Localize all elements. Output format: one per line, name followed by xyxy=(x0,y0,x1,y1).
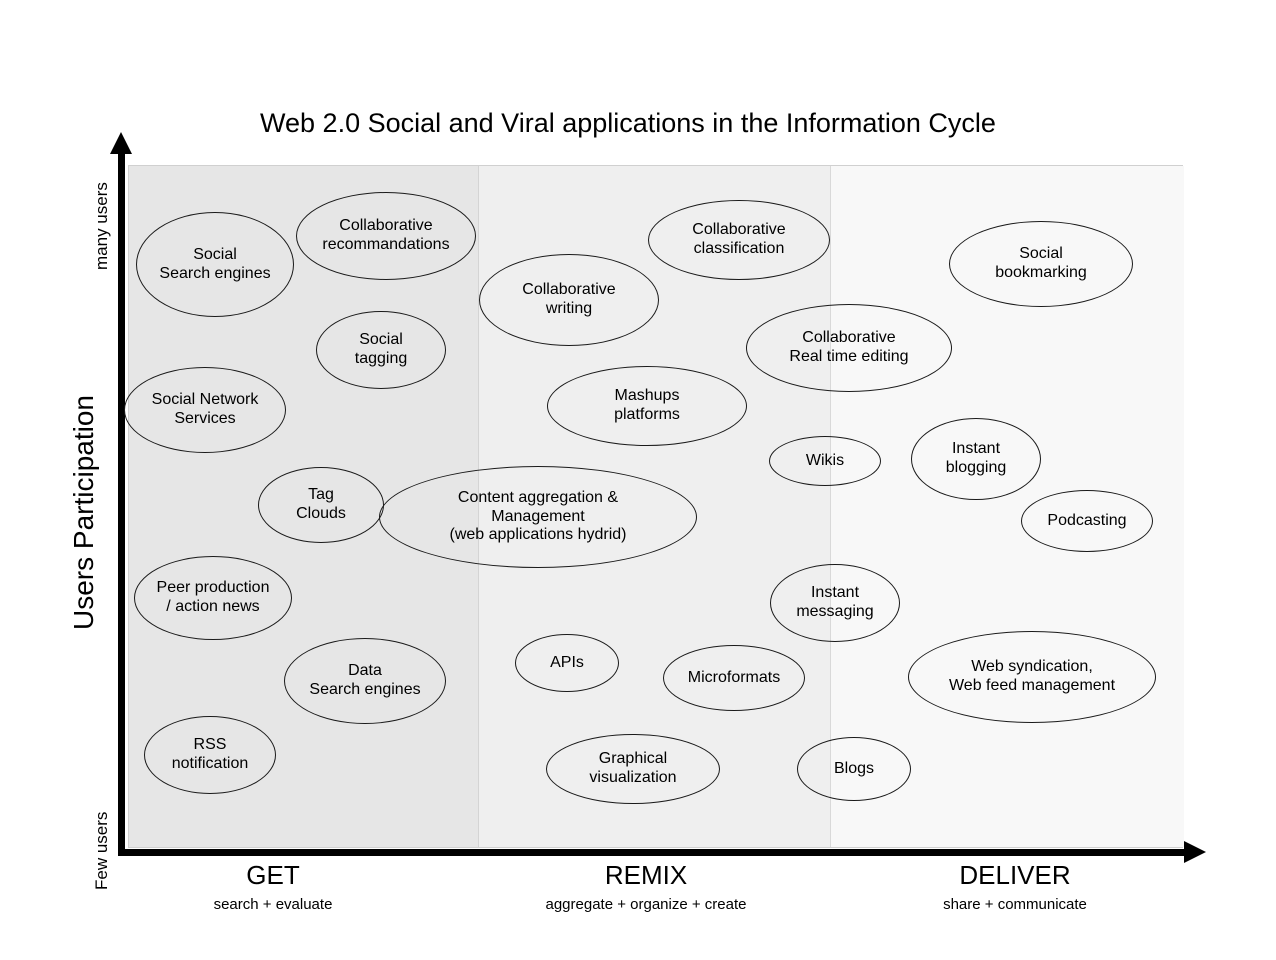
node-rss-notification[interactable]: RSS notification xyxy=(144,716,276,794)
node-web-syndication[interactable]: Web syndication, Web feed management xyxy=(908,631,1156,723)
node-instant-blogging[interactable]: Instant blogging xyxy=(911,418,1041,500)
node-podcasting[interactable]: Podcasting xyxy=(1021,490,1153,552)
y-axis-top-label: many users xyxy=(92,182,111,270)
y-axis-arrow-icon xyxy=(110,132,132,154)
stage-get-name: GET xyxy=(246,860,300,890)
node-collaborative-writing[interactable]: Collaborative writing xyxy=(479,254,659,346)
node-graphical-visualization[interactable]: Graphical visualization xyxy=(546,734,720,804)
node-collaborative-classification[interactable]: Collaborative classification xyxy=(648,200,830,280)
page-title: Web 2.0 Social and Viral applications in… xyxy=(260,108,996,138)
stage-remix-subtitle: aggregate + organize + create xyxy=(545,896,747,914)
x-axis-line xyxy=(118,849,1188,856)
node-microformats[interactable]: Microformats xyxy=(663,645,805,711)
stage-deliver-subtitle: share + communicate xyxy=(943,896,1087,914)
node-social-network-services[interactable]: Social Network Services xyxy=(124,367,286,453)
node-social-search-engines[interactable]: Social Search engines xyxy=(136,212,294,317)
stage-get: GET search + evaluate xyxy=(153,860,393,914)
node-social-bookmarking[interactable]: Social bookmarking xyxy=(949,221,1133,307)
y-axis-title: Users Participation xyxy=(68,395,99,630)
node-tag-clouds[interactable]: Tag Clouds xyxy=(258,467,384,543)
node-peer-production[interactable]: Peer production / action news xyxy=(134,556,292,640)
node-collaborative-real-time-editing[interactable]: Collaborative Real time editing xyxy=(746,304,952,392)
y-axis-line xyxy=(118,150,125,856)
node-data-search-engines[interactable]: Data Search engines xyxy=(284,638,446,724)
node-instant-messaging[interactable]: Instant messaging xyxy=(770,564,900,642)
stage-remix-name: REMIX xyxy=(604,860,688,890)
stage-deliver: DELIVER share + communicate xyxy=(895,860,1135,914)
stage-get-subtitle: search + evaluate xyxy=(213,896,333,914)
node-wikis[interactable]: Wikis xyxy=(769,436,881,486)
x-axis-arrow-icon xyxy=(1184,841,1206,863)
node-apis[interactable]: APIs xyxy=(515,634,619,692)
stage-deliver-name: DELIVER xyxy=(959,860,1071,890)
node-mashups-platforms[interactable]: Mashups platforms xyxy=(547,366,747,446)
node-content-aggregation[interactable]: Content aggregation & Management (web ap… xyxy=(379,466,697,568)
stage-remix: REMIX aggregate + organize + create xyxy=(526,860,766,914)
node-collaborative-recommandations[interactable]: Collaborative recommandations xyxy=(296,192,476,280)
y-axis-bottom-label: Few users xyxy=(92,811,111,890)
node-social-tagging[interactable]: Social tagging xyxy=(316,311,446,389)
node-blogs[interactable]: Blogs xyxy=(797,737,911,801)
